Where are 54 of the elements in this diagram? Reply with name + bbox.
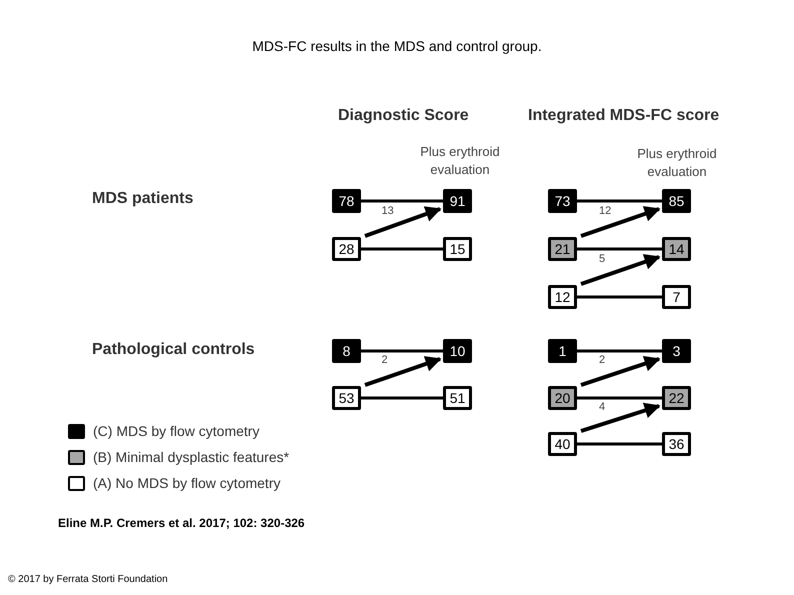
connector-line [361, 200, 443, 202]
edge-label: 2 [598, 355, 606, 366]
count-box: 20 [548, 386, 577, 410]
count-box: 22 [662, 386, 691, 410]
legend-label: (B) Minimal dysplastic features* [93, 448, 290, 467]
count-box: 51 [443, 386, 472, 410]
arrow [580, 206, 660, 238]
count-box: 85 [662, 189, 691, 213]
section-heading: Integrated MDS-FC score [528, 106, 720, 126]
connector-line [577, 350, 662, 352]
edge-label: 4 [598, 402, 606, 412]
column-heading: Plus erythroid evaluation [636, 145, 718, 181]
arrow [364, 356, 442, 387]
connector-line [361, 350, 443, 352]
arrow [580, 254, 660, 286]
arrow [580, 402, 661, 433]
section-heading: Diagnostic Score [338, 106, 470, 126]
edge-label: 2 [380, 355, 389, 366]
count-box: 36 [662, 432, 691, 456]
count-box: 15 [443, 237, 472, 261]
count-box: 12 [548, 285, 577, 309]
legend-label: (C) MDS by flow cytometry [93, 422, 260, 441]
arrow [364, 206, 442, 238]
count-box: 21 [548, 237, 577, 261]
edge-label: 5 [598, 254, 606, 264]
edge-label: 13 [380, 206, 395, 216]
connector-line [577, 396, 662, 400]
connector-line [577, 248, 662, 250]
count-box: 7 [662, 285, 691, 309]
connector-line [577, 296, 662, 298]
count-box: 40 [548, 432, 577, 456]
count-box: 53 [332, 386, 361, 410]
count-box: 14 [662, 237, 691, 261]
count-box: 1 [548, 339, 577, 363]
connector-line [361, 396, 443, 400]
count-box: 10 [443, 339, 472, 363]
row-heading: Pathological controls [92, 340, 256, 360]
connector-line [361, 248, 443, 250]
row-heading: MDS patients [92, 189, 194, 209]
title: MDS-FC results in the MDS and control group. [251, 37, 543, 56]
edge-label: 12 [598, 206, 612, 216]
legend-label: (A) No MDS by flow cytometry [93, 474, 280, 493]
connector-line [577, 442, 662, 446]
citation: Eline M.P. Cremers et al. 2017; 102: 320-326 [58, 515, 306, 532]
count-box: 28 [332, 237, 361, 261]
connector-line [577, 200, 662, 202]
copyright-note: © 2017 by Ferrata Storti Foundation [8, 573, 169, 587]
arrow [580, 356, 661, 387]
count-box: 3 [662, 339, 691, 363]
count-box: 8 [332, 339, 361, 363]
count-box: 73 [548, 189, 577, 213]
column-heading: Plus erythroid evaluation [419, 143, 501, 179]
count-box: 78 [332, 189, 361, 213]
count-box: 91 [443, 189, 472, 213]
